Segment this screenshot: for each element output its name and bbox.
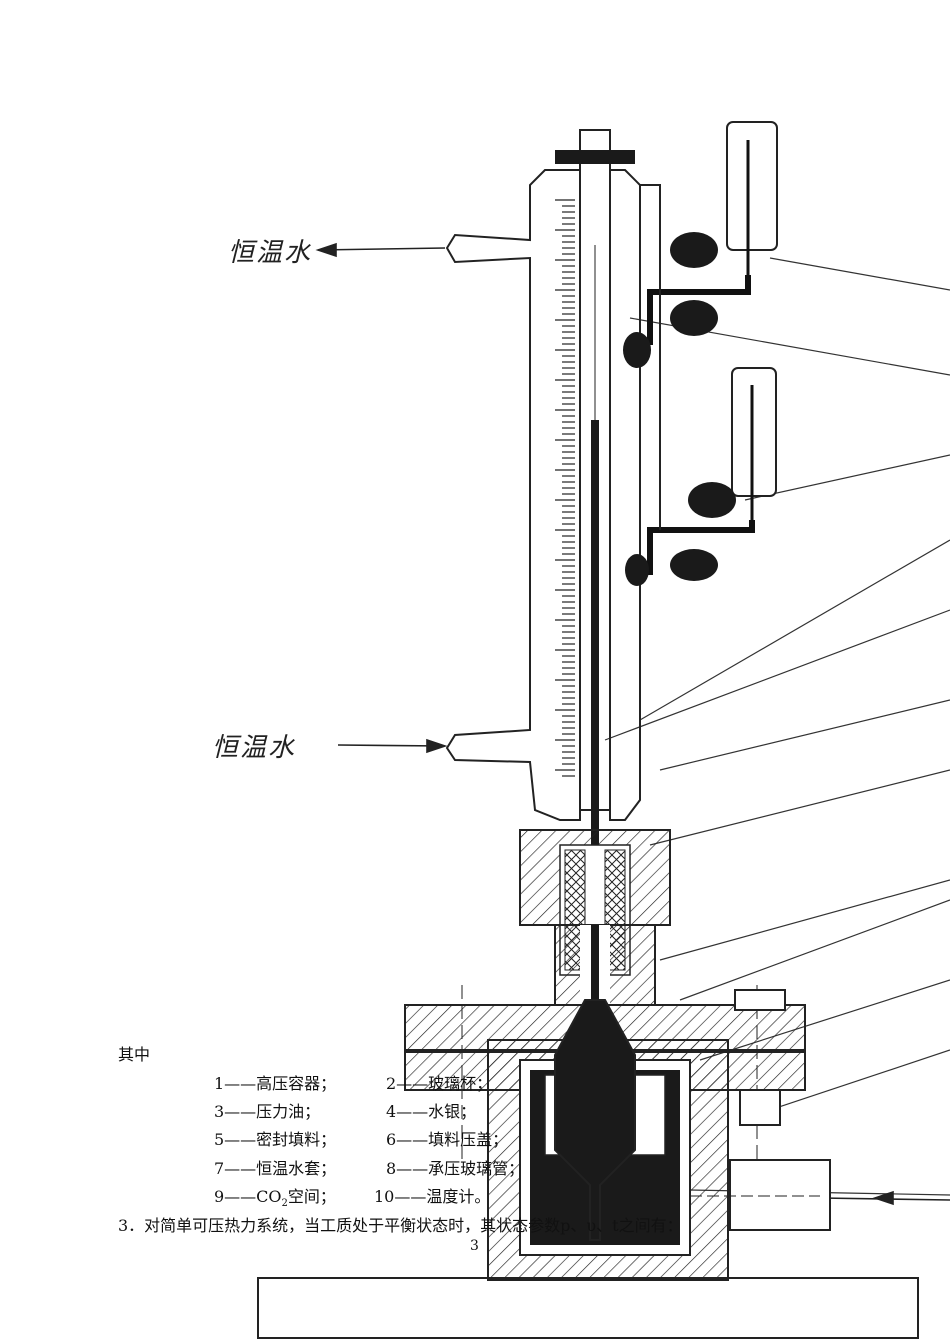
constant-temp-water-in-label: 恒温水: [212, 733, 297, 763]
mercury-column: [591, 420, 599, 1020]
legend-row: 7——恒温水套； 8——承压玻璃管；: [214, 1155, 524, 1179]
legend-row: 9——CO2空间； 10——温度计。: [214, 1183, 490, 1210]
legend-text: 9——CO: [214, 1187, 282, 1206]
flow-arrows: [315, 242, 950, 1206]
water-jacket: [445, 169, 581, 821]
legend-item: 10——温度计。: [374, 1187, 491, 1206]
legend-item: 9——CO2空间；: [214, 1187, 336, 1210]
legend-row: 1——高压容器； 2——玻璃杯；: [214, 1070, 492, 1094]
legend-item: 1——高压容器；: [214, 1074, 337, 1093]
legend-row: 5——密封填料； 6——填料压盖；: [214, 1126, 508, 1150]
legend-item: 5——密封填料；: [214, 1130, 337, 1149]
subscript: 2: [281, 1198, 288, 1210]
paragraph-item-3: 3．对简单可压热力系统，当工质处于平衡状态时，其状态参数p、υ、t之间有：: [118, 1216, 683, 1235]
constant-temp-water-out-label: 恒温水: [228, 238, 313, 268]
thermometer-lower: [625, 367, 777, 586]
legend-item: 8——承压玻璃管；: [386, 1159, 525, 1178]
legend-item: 3——压力油；: [214, 1102, 321, 1121]
glass-scale: [555, 199, 575, 777]
glass-cup: [554, 999, 636, 1241]
thermometer-upper: [623, 121, 778, 368]
page-number: 3: [470, 1238, 479, 1254]
legend-intro: 其中: [118, 1045, 151, 1064]
legend-item: 7——恒温水套；: [214, 1159, 337, 1178]
legend-item: 2——玻璃杯；: [386, 1074, 493, 1093]
legend-item: 4——水银；: [386, 1102, 477, 1121]
legend-row: 3——压力油； 4——水银；: [214, 1098, 476, 1122]
legend-text: 空间；: [287, 1187, 336, 1206]
legend-item: 6——填料压盖；: [386, 1130, 509, 1149]
base-plate: [257, 1277, 919, 1339]
